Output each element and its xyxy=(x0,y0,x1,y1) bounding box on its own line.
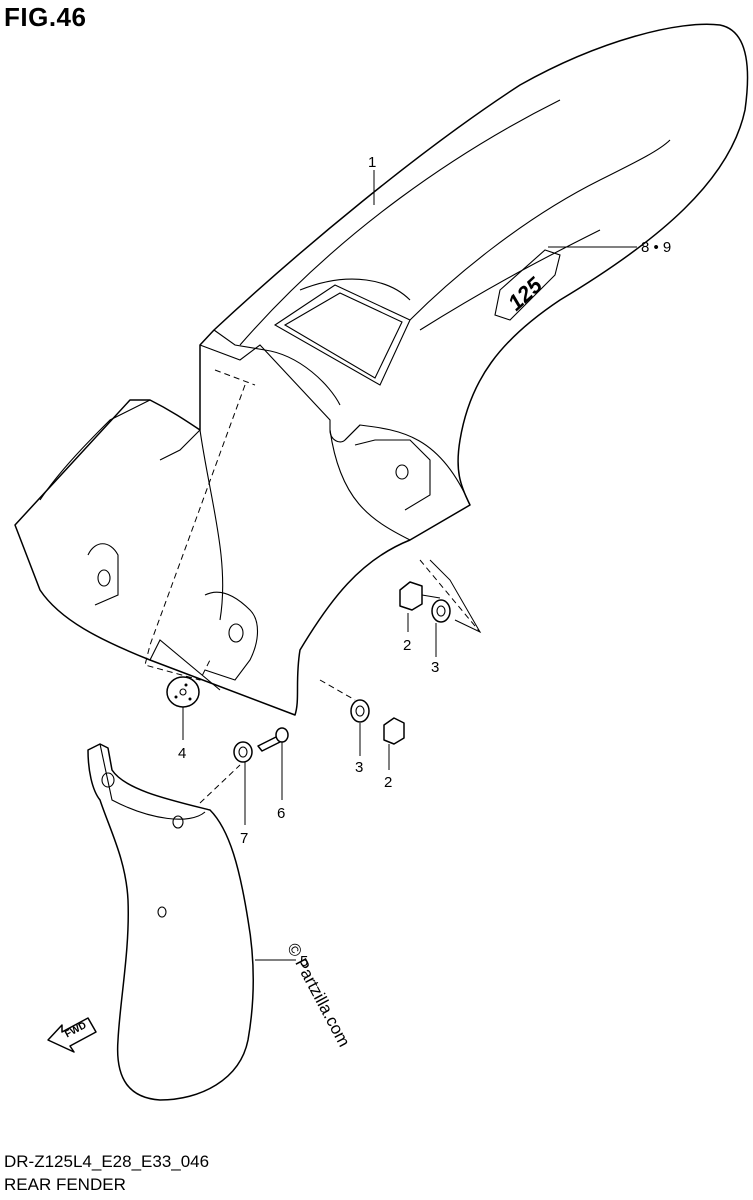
right-mount-guide xyxy=(419,559,481,633)
bolt-lower-part[interactable] xyxy=(383,717,405,745)
forward-arrow-icon: FWD xyxy=(47,1017,97,1053)
callout-screw: 6 xyxy=(277,805,285,822)
callout-bolt-lower: 2 xyxy=(384,774,392,791)
callout-washer-mudguard: 7 xyxy=(240,830,248,847)
mounting-guide-dashed xyxy=(144,384,246,681)
rear-fender-part[interactable]: 125 xyxy=(14,23,749,716)
bolt-right-part[interactable] xyxy=(399,581,441,611)
washer-right-part[interactable] xyxy=(431,599,451,623)
callout-rear-fender: 1 xyxy=(368,154,376,171)
washer-lower-part[interactable] xyxy=(350,699,370,723)
callout-bolt-right: 2 xyxy=(403,637,411,654)
washer-mudguard-part[interactable] xyxy=(233,741,253,763)
callout-mudguard: 5 xyxy=(300,953,308,970)
mounting-guide-dashed-top xyxy=(214,369,256,386)
mudguard-part[interactable] xyxy=(87,743,254,1101)
screw-part[interactable] xyxy=(257,727,289,752)
callout-grommet: 4 xyxy=(178,745,186,762)
figure-title: FIG.46 xyxy=(4,2,87,32)
lower-mount-guide xyxy=(319,679,356,701)
figure-name: REAR FENDER xyxy=(4,1175,126,1194)
callout-washer-right: 3 xyxy=(431,659,439,676)
right-mount-outline xyxy=(429,559,482,634)
figure-code: DR-Z125L4_E28_E33_046 xyxy=(4,1152,210,1171)
grommet-part[interactable] xyxy=(166,676,200,708)
mudguard-screw-guide xyxy=(199,764,241,804)
callout-washer-lower: 3 xyxy=(355,759,363,776)
callout-emblem: 8 • 9 xyxy=(641,239,671,256)
